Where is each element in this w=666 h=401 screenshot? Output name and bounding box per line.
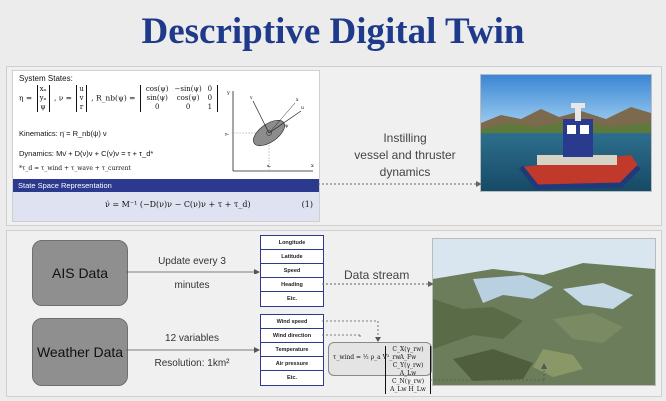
state-space-body: ν̇ = M⁻¹ (−D(ν)ν − C(ν)ν + τ + τ_d) (1) [13,192,319,221]
terrain-map-image [432,238,656,386]
weather-data-box: Weather Data [32,318,128,386]
nu-r: r [79,103,84,111]
weather-fields-list: Wind speed Wind direction Temperature Ai… [260,314,324,386]
weather-vars-text: 12 variables [165,333,219,344]
instilling-line-1: Instilling [383,131,427,145]
rotation-symbol: , R_nb(ψ) = [91,93,136,103]
weather-field-temperature: Temperature [261,343,323,357]
eta-y: yₙ [39,94,47,102]
wind-force-formula: τ_wind = ½ ρ_a V²_rw C_X(γ_rw) A_Fw C_Y(… [328,342,432,394]
dynamics-equation: Dynamics: Mν̇ + D(ν)ν + C(ν)ν = τ + τ_d* [19,149,154,158]
vessel-frame-figure: x y u v x ψ yₙ xₙ [224,90,314,172]
ais-update-line-1: Update every 3 [158,256,226,267]
system-states-label: System States: [19,74,73,83]
state-space-header: State Space Representation [13,179,319,192]
svg-text:xₙ: xₙ [267,163,271,168]
ais-data-box: AIS Data [32,240,128,306]
slide-title: Descriptive Digital Twin [141,11,525,52]
ais-fields-list: Longitude Latitude Speed Heading Etc. [260,235,324,307]
weather-field-air-pressure: Air pressure [261,357,323,371]
eta-symbol: η = [19,93,33,103]
weather-arrow [126,347,260,353]
svg-text:yₙ: yₙ [224,131,229,136]
disturbance-footnote: *τ_d = τ_wind + τ_wave + τ_current [19,165,131,172]
ais-field-heading: Heading [261,278,323,292]
state-definitions: η = xₙ yₙ ψ , ν = u v r , R_nb(ψ) = cos(… [19,85,220,112]
ais-field-latitude: Latitude [261,250,323,264]
data-stream-label: Data stream [344,268,410,282]
svg-text:v: v [249,96,253,101]
weather-resolution-text: Resolution: 1km² [154,358,230,369]
instilling-caption: Instilling vessel and thruster dynamics [345,130,465,181]
weather-field-etc: Etc. [286,375,298,381]
weather-field-wind-speed: Wind speed [261,315,323,329]
ais-field-etc: Etc. [286,296,298,302]
svg-text:ψ: ψ [285,124,289,129]
svg-text:u: u [301,106,304,111]
nu-v: v [79,94,84,102]
weather-field-wind-direction: Wind direction [261,329,323,343]
instilling-line-3: dynamics [379,165,431,179]
instilling-line-2: vessel and thruster [354,148,456,162]
nu-u: u [79,85,84,93]
ais-field-speed: Speed [261,264,323,278]
nu-symbol: , ν = [53,93,72,103]
equation-card: System States: η = xₙ yₙ ψ , ν = u v r ,… [12,70,320,222]
eta-vector: xₙ yₙ ψ [36,85,50,112]
svg-text:x: x [296,98,299,103]
svg-text:y: y [226,90,230,96]
vessel-render-image [480,74,652,192]
ais-update-line-2: minutes [174,280,210,291]
eta-psi: ψ [40,103,46,111]
nu-vector: u v r [76,85,87,112]
wind-formula-lhs: τ_wind = ½ ρ_a V²_rw [333,354,401,361]
ais-arrow [126,269,260,274]
svg-text:x: x [311,163,314,169]
ais-field-longitude: Longitude [261,236,323,250]
wind-formula-vector: C_X(γ_rw) A_Fw C_Y(γ_rw) A_Lw C_N(γ_rw) … [385,346,431,394]
equation-number: (1) [301,200,313,209]
state-space-equation: ν̇ = M⁻¹ (−D(ν)ν − C(ν)ν + τ + τ_d) [105,200,251,209]
eta-x: xₙ [39,85,47,93]
kinematics-equation: Kinematics: η̇ = R_nb(ψ) ν [19,129,107,138]
